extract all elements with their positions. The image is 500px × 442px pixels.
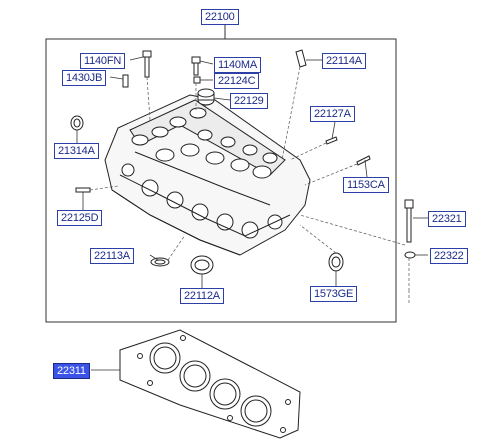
part-label-22112A[interactable]: 22112A [180,288,224,304]
part-label-22124C[interactable]: 22124C [214,73,260,89]
part-label-1573GE[interactable]: 1573GE [310,286,358,302]
bolt-1140MA [191,56,201,76]
part-label-21314A[interactable]: 21314A [54,143,99,159]
part-label-22100[interactable]: 22100 [201,9,239,25]
part-label-22127A[interactable]: 22127A [310,106,355,122]
seal-1573GE [328,252,344,272]
seal-22112A [190,255,214,275]
seal-22113A [150,257,170,267]
bolt-1140FN [142,50,152,78]
head-gasket [119,329,301,439]
part-label-1153CA[interactable]: 1153CA [343,177,389,193]
leader-lines [76,56,428,371]
cap-22129 [197,88,215,106]
part-label-22129[interactable]: 22129 [230,93,268,109]
pin-1430JB [122,74,129,88]
cylinder-head [104,94,311,256]
plug-22124C [193,76,201,84]
part-label-1140MA[interactable]: 1140MA [214,57,261,73]
washer-22322 [404,251,416,259]
dowel-22114A [295,49,307,68]
assembly-frame [45,38,397,323]
part-label-1140FN[interactable]: 1140FN [80,53,126,69]
part-label-22311[interactable]: 22311 [53,363,90,379]
part-label-22125D[interactable]: 22125D [57,210,103,226]
bolt-22321 [404,199,414,243]
part-label-22321[interactable]: 22321 [428,211,466,227]
stud-1153CA [356,155,371,166]
stud-22127A [325,136,338,145]
part-label-22113A[interactable]: 22113A [90,248,134,264]
part-label-1430JB[interactable]: 1430JB [62,70,107,86]
seal-21314A [70,115,84,131]
pin-22125D [75,187,91,193]
dashed-guides [89,66,410,305]
part-label-22114A[interactable]: 22114A [322,53,366,69]
part-label-22322[interactable]: 22322 [430,248,468,264]
